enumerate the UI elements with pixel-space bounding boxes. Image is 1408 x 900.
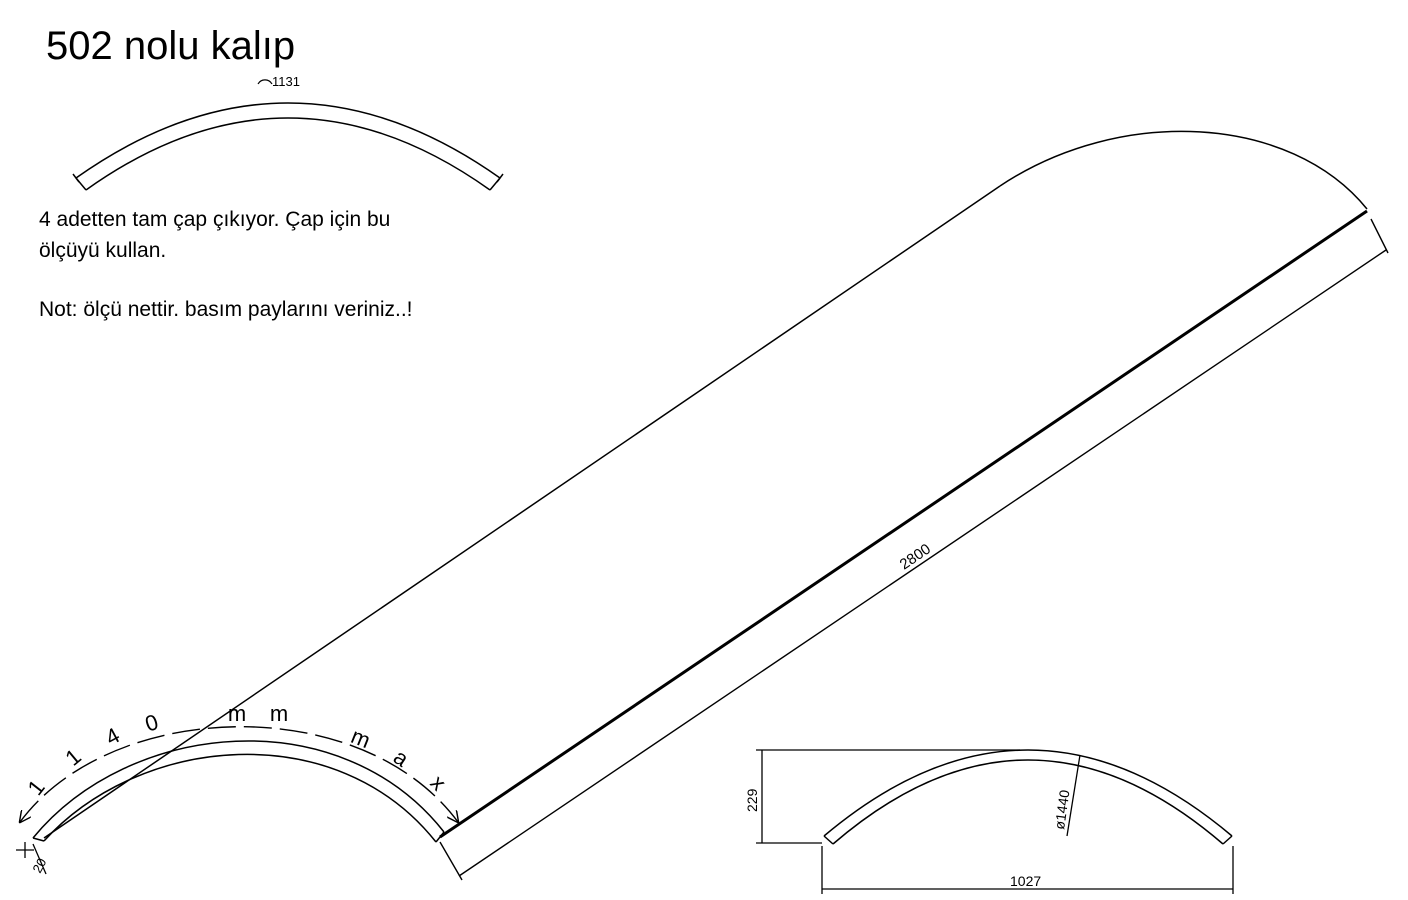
note-line-1: 4 adetten tam çap çıkıyor. Çap için bu <box>39 208 391 231</box>
front-arc-outer <box>32 740 445 839</box>
shell-body <box>32 130 1389 881</box>
length-dim-tick-front <box>439 841 463 881</box>
front-left-cap <box>32 837 45 842</box>
width-label: 1027 <box>1010 873 1041 889</box>
note-line-2: ölçüyü kullan. <box>39 239 167 262</box>
arc-max-char: a <box>389 744 414 772</box>
section-arc-outer <box>823 749 1233 837</box>
top-arc-profile <box>72 79 504 191</box>
diameter-leader <box>1066 754 1081 837</box>
section-left-cap <box>823 835 834 845</box>
arc-max-char: 1 <box>22 775 49 800</box>
arc-max-label: 1 1 4 0 m m m a x <box>22 701 451 800</box>
cross-section <box>756 749 1234 894</box>
thickness-label: 20 <box>29 856 49 876</box>
section-right-cap <box>1222 835 1233 845</box>
diameter-label: ø1440 <box>1051 789 1072 831</box>
note-line-3: Not: ölçü nettir. basım paylarını verini… <box>39 298 413 321</box>
length-dimension-line <box>458 249 1387 877</box>
top-arc-inner <box>85 117 491 191</box>
length-dim-tick-back <box>1370 218 1389 254</box>
top-arc-left-tick <box>72 173 80 183</box>
section-arc-inner <box>832 759 1224 845</box>
arc-max-char: 4 <box>101 722 124 750</box>
front-arc-inner <box>43 753 437 843</box>
arc-length-symbol <box>257 79 273 85</box>
height-label: 229 <box>744 788 760 812</box>
arc-max-char: m <box>270 701 288 726</box>
shell-bottom-edge <box>439 209 1368 839</box>
thickness-dimension <box>16 842 47 875</box>
arc-max-char: m <box>348 723 374 753</box>
top-arc-right-tick <box>496 173 504 183</box>
arc-max-char: m <box>228 701 246 726</box>
arc-max-char: 0 <box>142 709 161 737</box>
arc-length-label: 1131 <box>272 74 300 89</box>
page-title: 502 nolu kalıp <box>46 24 296 68</box>
back-arc <box>999 130 1368 210</box>
top-arc-outer <box>75 102 501 179</box>
shell-top-edge <box>43 185 1001 839</box>
